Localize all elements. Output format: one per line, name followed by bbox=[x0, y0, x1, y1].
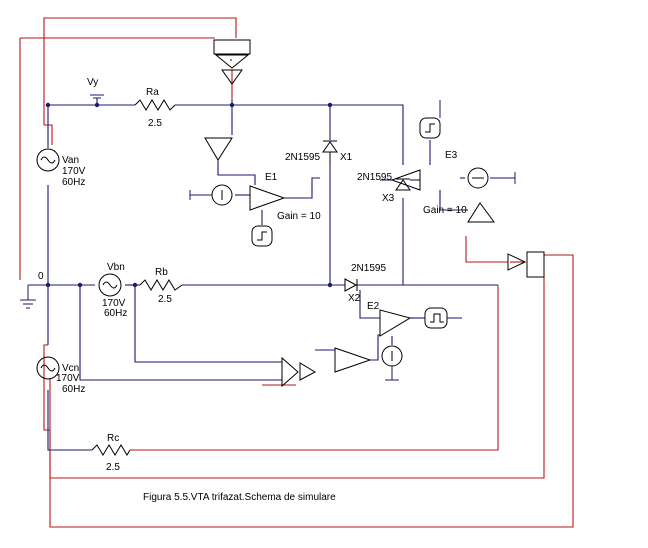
e1-label: E1 bbox=[265, 172, 278, 183]
e2-block bbox=[379, 307, 462, 381]
blue-wires bbox=[28, 59, 498, 451]
ground-label: 0 bbox=[38, 271, 44, 282]
x3-thyristor-type: 2N1595 bbox=[357, 172, 392, 183]
resistor-rb bbox=[139, 279, 183, 291]
vcn-volt: 170V bbox=[56, 373, 80, 384]
thyristor-x3 bbox=[395, 178, 411, 191]
x3-label: X3 bbox=[382, 193, 395, 204]
e1-block bbox=[189, 137, 286, 247]
rc-value: 2.5 bbox=[106, 462, 120, 473]
x1-label: X1 bbox=[340, 152, 353, 163]
e2-label: E2 bbox=[367, 301, 380, 312]
red-wires bbox=[19, 17, 574, 528]
rb-label: Rb bbox=[155, 267, 168, 278]
top-amplifier bbox=[213, 39, 251, 85]
resistor-rc bbox=[91, 444, 131, 456]
vbn-freq: 60Hz bbox=[104, 308, 127, 319]
e3-block bbox=[390, 100, 516, 223]
vcn-comparator bbox=[281, 347, 372, 388]
vcn-freq: 60Hz bbox=[62, 384, 85, 395]
x1-thyristor-type: 2N1595 bbox=[285, 152, 320, 163]
source-vcn bbox=[36, 356, 60, 380]
labels: Vy Ra 2.5 Van 170V 60Hz E1 Gain = 10 2N1… bbox=[38, 77, 467, 503]
gain-e3: Gain = 10 bbox=[423, 205, 467, 216]
vbn-volt: 170V bbox=[102, 298, 126, 309]
ground-symbol bbox=[20, 285, 36, 309]
gain-e1: Gain = 10 bbox=[277, 211, 321, 222]
x2-thyristor-type: 2N1595 bbox=[351, 263, 386, 274]
vy-label: Vy bbox=[87, 77, 98, 88]
source-van bbox=[36, 148, 60, 172]
right-amplifier bbox=[507, 251, 545, 278]
source-vbn bbox=[98, 273, 122, 297]
van-label: Van bbox=[62, 155, 79, 166]
figure-caption: Figura 5.5.VTA trifazat.Schema de simula… bbox=[143, 492, 336, 503]
rc-label: Rc bbox=[107, 433, 119, 444]
vbn-label: Vbn bbox=[107, 262, 125, 273]
junction-dots bbox=[45, 102, 333, 288]
van-freq: 60Hz bbox=[62, 177, 85, 188]
thyristor-x2 bbox=[344, 278, 358, 292]
e3-label: E3 bbox=[445, 150, 458, 161]
x2-label: X2 bbox=[348, 293, 361, 304]
vcn-label: Vcn bbox=[62, 363, 79, 374]
thyristor-x1 bbox=[322, 140, 338, 165]
van-volt: 170V bbox=[62, 166, 86, 177]
ra-label: Ra bbox=[146, 87, 159, 98]
rb-value: 2.5 bbox=[158, 294, 172, 305]
resistor-ra bbox=[134, 99, 176, 111]
ra-value: 2.5 bbox=[148, 118, 162, 129]
vy-probe bbox=[90, 94, 104, 99]
